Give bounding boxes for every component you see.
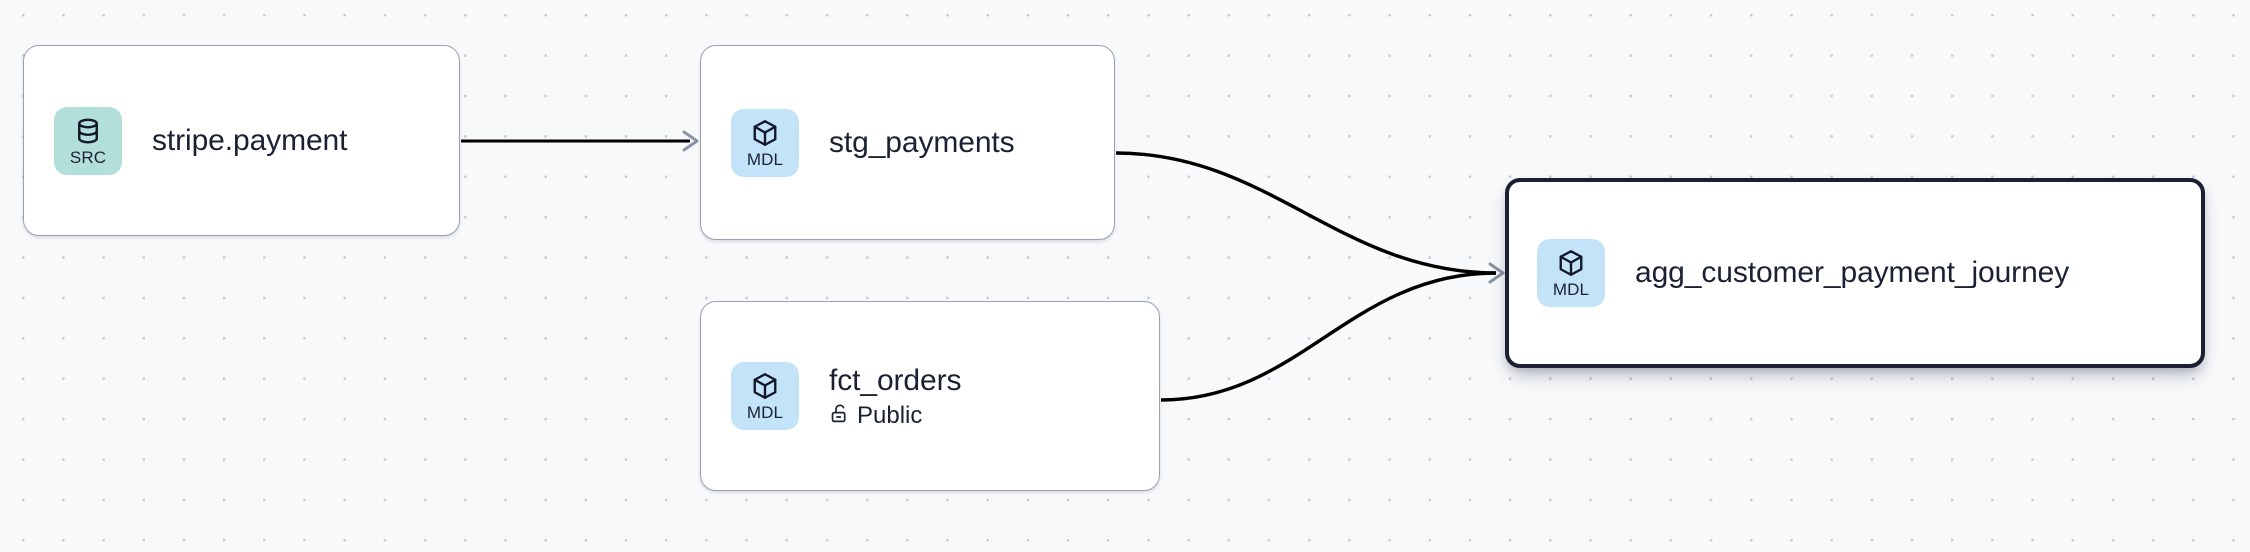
- graph-node-stripe-payment[interactable]: SRC stripe.payment: [23, 45, 460, 236]
- graph-node-fct-orders[interactable]: MDL fct_orders Public: [700, 301, 1160, 491]
- node-visibility: Public: [829, 402, 961, 429]
- graph-node-agg-customer-payment-journey[interactable]: MDL agg_customer_payment_journey: [1505, 178, 2205, 368]
- node-type-badge-mdl: MDL: [731, 362, 799, 430]
- node-title: stripe.payment: [152, 123, 348, 157]
- node-type-badge-src: SRC: [54, 106, 122, 175]
- cube-icon: [750, 371, 780, 401]
- badge-label: MDL: [1552, 280, 1590, 299]
- cube-icon: [1556, 248, 1586, 278]
- cube-icon: [750, 118, 780, 148]
- badge-label: MDL: [746, 403, 784, 422]
- edge-stripe-to-stg: [461, 130, 699, 152]
- arrowhead-icon: [1488, 262, 1505, 284]
- node-title: fct_orders: [829, 363, 962, 397]
- node-visibility-label: Public: [857, 402, 923, 429]
- node-type-badge-mdl: MDL: [731, 108, 799, 177]
- node-title: stg_payments: [829, 125, 1015, 159]
- node-title: agg_customer_payment_journey: [1635, 256, 2070, 290]
- graph-node-stg-payments[interactable]: MDL stg_payments: [700, 45, 1115, 240]
- badge-label: MDL: [746, 149, 784, 169]
- edge-stg-to-agg: [1115, 151, 1497, 275]
- edge-fct-to-agg: [1160, 271, 1497, 402]
- badge-label: SRC: [69, 147, 107, 167]
- database-icon: [73, 116, 103, 146]
- arrowhead-icon: [682, 130, 699, 152]
- unlock-icon: [829, 403, 850, 429]
- node-type-badge-mdl: MDL: [1537, 239, 1605, 307]
